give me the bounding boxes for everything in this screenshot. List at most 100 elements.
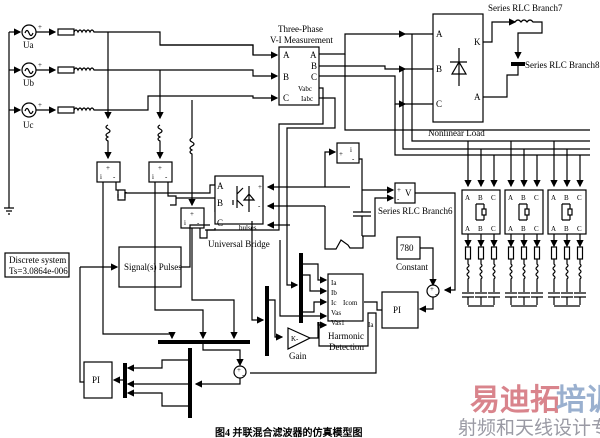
harmonic-detection-block[interactable]: Ia Ib Ic Vas Vas1 Icom Harmonic Detectio… (327, 273, 364, 352)
resistor-icon (490, 246, 498, 260)
filter-port-bottom: C (491, 225, 496, 233)
svg-text:B: B (436, 64, 442, 74)
filter-port-bottom: B (521, 225, 526, 233)
resistor-icon (550, 246, 558, 260)
svg-text:-: - (258, 202, 261, 210)
source-ub[interactable]: + Ub (9, 61, 110, 88)
resistor-icon (507, 246, 515, 260)
source-ua[interactable]: + Ua (9, 23, 110, 50)
nonlinear-load-block[interactable]: A B C K A Nonlinear Load (428, 13, 485, 138)
filter-port-top: B (478, 194, 483, 202)
svg-text:-: - (113, 173, 116, 181)
source-uc[interactable]: + Uc (9, 101, 110, 130)
svg-text:C: C (436, 99, 442, 109)
wire (110, 31, 254, 55)
diode-icon (450, 48, 468, 86)
rlc-load-icon (561, 203, 571, 221)
filter-port-top: A (551, 194, 556, 202)
capacitor-icon (561, 292, 573, 305)
vi-measurement-block[interactable]: Three-Phase V-I Measurement A B C A B C … (270, 24, 333, 106)
svg-text:Ts=3.0864e-006: Ts=3.0864e-006 (9, 266, 68, 276)
svg-text:B: B (311, 61, 317, 71)
rlc-load-icon (475, 203, 485, 221)
svg-text:+: + (106, 164, 110, 172)
svg-text:A: A (474, 92, 481, 102)
svg-text:PI: PI (92, 375, 100, 385)
current-measurement-c[interactable]: + i - (180, 207, 205, 229)
svg-text:+: + (38, 101, 42, 109)
filter-port-bottom: B (564, 225, 569, 233)
gain-block[interactable]: K- Gain (287, 327, 312, 361)
svg-text:+: + (258, 183, 262, 191)
demux-bar (188, 348, 192, 418)
svg-text:Harmonic: Harmonic (328, 331, 364, 341)
svg-text:-: - (165, 173, 168, 181)
svg-text:C: C (217, 218, 223, 228)
constant-block[interactable]: 780 Constant (396, 236, 429, 272)
rlc8-capacitor-icon (511, 62, 525, 66)
filter-port-top: A (508, 194, 513, 202)
filter-port-bottom: A (551, 225, 556, 233)
inductor-icon (535, 259, 539, 292)
universal-bridge-block[interactable]: A B C + - bulses Universal Bridge (208, 175, 270, 249)
current-measurement-a[interactable]: + i - (96, 161, 121, 183)
pi-controller-left[interactable]: PI (83, 361, 113, 399)
svg-text:-: - (197, 219, 200, 227)
resistor-icon (576, 246, 584, 260)
sum-block-left[interactable]: + - (233, 365, 247, 379)
svg-text:PI: PI (393, 305, 401, 315)
svg-text:培训: 培训 (556, 383, 600, 418)
inductor-icon (479, 259, 483, 292)
igbt-icon (232, 186, 256, 212)
svg-text:A: A (283, 50, 290, 60)
svg-text:A: A (436, 29, 443, 39)
svg-text:Discrete system: Discrete system (9, 255, 66, 265)
svg-text:Icom: Icom (343, 299, 358, 307)
capacitor-icon (488, 292, 500, 305)
mux-bar-left (123, 363, 127, 398)
filter-port-bottom: B (478, 225, 483, 233)
resistor-icon (477, 246, 485, 260)
svg-text:-: - (397, 195, 400, 203)
filter-port-top: C (491, 194, 496, 202)
svg-text:bulses: bulses (239, 224, 257, 232)
discrete-system-block[interactable]: Discrete system Ts=3.0864e-006 (4, 252, 70, 278)
rlc7-label: Series RLC Branch7 (488, 3, 563, 13)
filter-port-bottom: C (534, 225, 539, 233)
current-measurement-b[interactable]: + i - (148, 161, 173, 183)
svg-text:+: + (430, 285, 434, 293)
mux-bar-upper (299, 253, 303, 323)
svg-text:i: i (350, 146, 352, 154)
signal-pulses-block[interactable]: Signal(s) Pulses (118, 246, 182, 288)
svg-text:+: + (38, 61, 42, 69)
svg-text:Ic: Ic (331, 299, 336, 307)
capacitor-icon (505, 292, 517, 305)
filter-port-top: A (465, 194, 470, 202)
mux-bar-horizontal (158, 340, 250, 344)
current-measurement-dc[interactable]: + i - (336, 142, 360, 164)
filter-port-top: C (577, 194, 582, 202)
filter-port-top: C (534, 194, 539, 202)
svg-text:Vabc: Vabc (298, 85, 312, 93)
voltage-measurement[interactable]: + - V (394, 182, 416, 204)
svg-text:易迪拓: 易迪拓 (470, 383, 560, 418)
sum-block-right[interactable]: + - (426, 284, 440, 298)
svg-text:K: K (474, 37, 481, 47)
svg-text:Vas1: Vas1 (331, 319, 345, 327)
svg-text:V: V (405, 188, 412, 198)
capacitor-icon (548, 292, 560, 305)
filter-port-bottom: C (577, 225, 582, 233)
svg-text:Ib: Ib (331, 289, 337, 297)
filter-port-top: B (521, 194, 526, 202)
filter-port-top: B (564, 194, 569, 202)
inductor-icon (522, 259, 526, 292)
filter-port-bottom: A (508, 225, 513, 233)
svg-text:-: - (242, 371, 245, 379)
svg-text:i: i (100, 173, 102, 181)
rlc6-label: Series RLC Branch6 (378, 206, 453, 216)
pi-controller-right[interactable]: PI (381, 291, 419, 329)
